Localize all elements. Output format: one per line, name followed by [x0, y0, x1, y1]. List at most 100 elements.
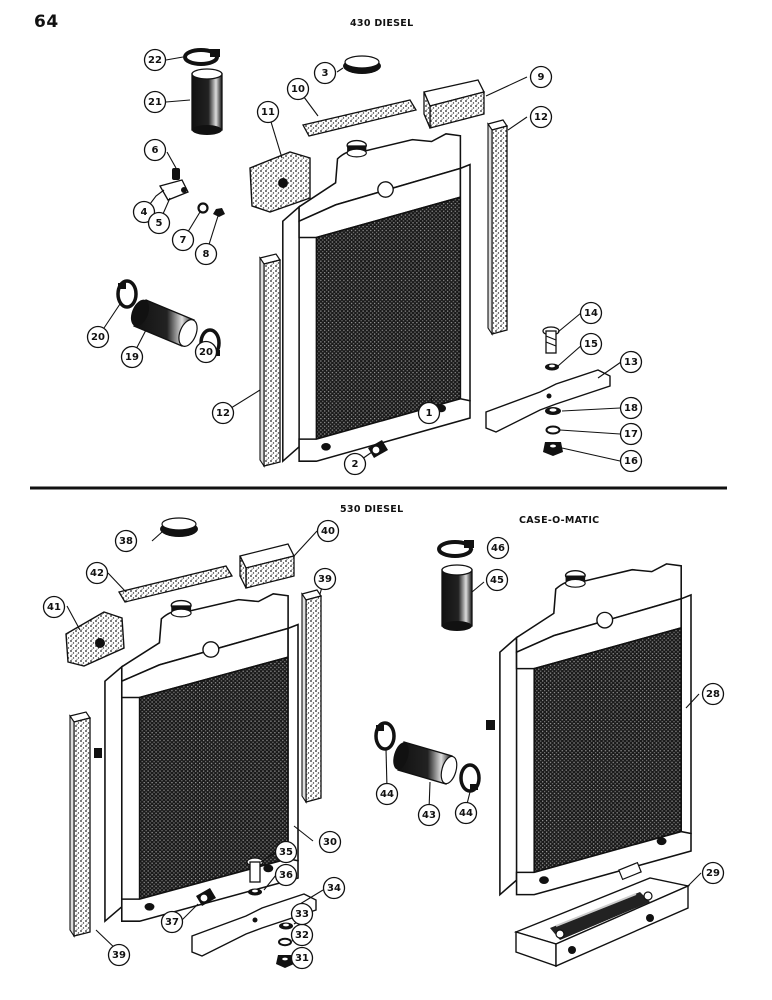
callout-21: 21	[143, 90, 167, 114]
svg-text:17: 17	[624, 429, 638, 440]
callout-39: 39	[313, 567, 337, 591]
washer-17	[545, 425, 561, 435]
section-case-o-matic	[374, 540, 692, 968]
clamp-44-b	[459, 763, 481, 793]
callout-30: 30	[318, 830, 342, 854]
callout-22: 22	[143, 48, 167, 72]
svg-text:31: 31	[295, 953, 309, 964]
callout-3: 3	[313, 61, 337, 85]
page-number: 64	[34, 12, 59, 32]
callout-8: 8	[194, 242, 218, 266]
clamp-44-a	[374, 721, 396, 751]
svg-text:6: 6	[152, 145, 159, 156]
callout-38: 38	[114, 529, 138, 553]
svg-text:39: 39	[112, 950, 126, 961]
hose-45	[441, 564, 473, 631]
callout-7: 7	[171, 228, 195, 252]
svg-text:34: 34	[327, 883, 341, 894]
hardware-31-33	[276, 922, 294, 968]
hardware-14-18	[542, 326, 563, 456]
callout-41: 41	[42, 595, 66, 619]
washer-7	[197, 202, 209, 214]
svg-text:12: 12	[534, 112, 548, 123]
section-530-diesel	[65, 517, 322, 968]
section-title-530-diesel: 530 DIESEL	[340, 504, 404, 515]
seal-strip-10	[302, 99, 418, 137]
svg-text:3: 3	[322, 68, 329, 79]
svg-text:16: 16	[624, 456, 638, 467]
svg-text:30: 30	[323, 837, 337, 848]
svg-text:19: 19	[125, 352, 139, 363]
callout-34: 34	[322, 876, 346, 900]
bolt-6	[172, 168, 180, 180]
cap-38	[160, 517, 198, 537]
mount-plate-13	[485, 369, 611, 433]
svg-text:21: 21	[148, 97, 162, 108]
clip-5	[159, 179, 189, 201]
callout-28: 28	[701, 682, 725, 706]
svg-text:38: 38	[119, 536, 133, 547]
hose-21	[191, 68, 223, 135]
seal-strip-12-left	[259, 253, 281, 468]
callout-44: 44	[375, 782, 399, 806]
svg-text:32: 32	[295, 930, 309, 941]
callout-43: 43	[417, 803, 441, 827]
hose-43	[393, 741, 458, 785]
callout-10: 10	[286, 77, 310, 101]
svg-text:36: 36	[279, 870, 293, 881]
hose-19	[130, 299, 198, 347]
svg-text:44: 44	[380, 789, 394, 800]
callout-36: 36	[274, 863, 298, 887]
seal-strip-42	[117, 565, 234, 603]
svg-text:39: 39	[318, 574, 332, 585]
section-430-diesel	[116, 48, 611, 468]
callout-17: 17	[619, 422, 643, 446]
svg-text:45: 45	[490, 575, 504, 586]
svg-text:10: 10	[291, 84, 305, 95]
clamp-20-a	[116, 279, 138, 309]
nut-8	[213, 208, 225, 217]
bracket-41	[65, 611, 125, 667]
svg-text:33: 33	[295, 909, 309, 920]
callout-29: 29	[701, 861, 725, 885]
svg-text:15: 15	[584, 339, 598, 350]
seal-strip-12-right	[487, 119, 508, 336]
svg-text:41: 41	[47, 602, 61, 613]
mount-plate-34	[191, 893, 317, 957]
callout-31: 31	[290, 946, 314, 970]
section-title-430-diesel: 430 DIESEL	[350, 18, 414, 29]
clamp-46	[437, 540, 474, 558]
svg-text:46: 46	[491, 543, 505, 554]
svg-text:8: 8	[203, 249, 210, 260]
nut-16	[543, 442, 563, 456]
callout-5: 5	[147, 211, 171, 235]
leader-lines	[66, 56, 702, 959]
callout-18: 18	[619, 396, 643, 420]
callout-40: 40	[316, 519, 340, 543]
callout-9: 9	[529, 65, 553, 89]
cap-3	[343, 55, 381, 74]
callout-35: 35	[274, 840, 298, 864]
callout-2: 2	[343, 452, 367, 476]
callout-44: 44	[454, 801, 478, 825]
svg-text:14: 14	[584, 308, 598, 319]
callout-45: 45	[485, 568, 509, 592]
svg-text:22: 22	[148, 55, 162, 66]
callout-37: 37	[160, 910, 184, 934]
hardware-35-36	[246, 857, 264, 896]
callout-13: 13	[619, 350, 643, 374]
svg-text:28: 28	[706, 689, 720, 700]
svg-text:37: 37	[165, 917, 179, 928]
svg-text:5: 5	[156, 218, 163, 229]
svg-text:18: 18	[624, 403, 638, 414]
seal-block-40	[239, 543, 295, 589]
callout-14: 14	[579, 301, 603, 325]
svg-text:4: 4	[141, 207, 148, 218]
callout-4: 4	[132, 200, 156, 224]
bracket-11	[249, 151, 311, 213]
callout-19: 19	[120, 345, 144, 369]
section-title-case-o-matic: CASE-O-MATIC	[519, 515, 600, 526]
svg-text:40: 40	[321, 526, 335, 537]
svg-text:13: 13	[624, 357, 638, 368]
callout-46: 46	[486, 536, 510, 560]
